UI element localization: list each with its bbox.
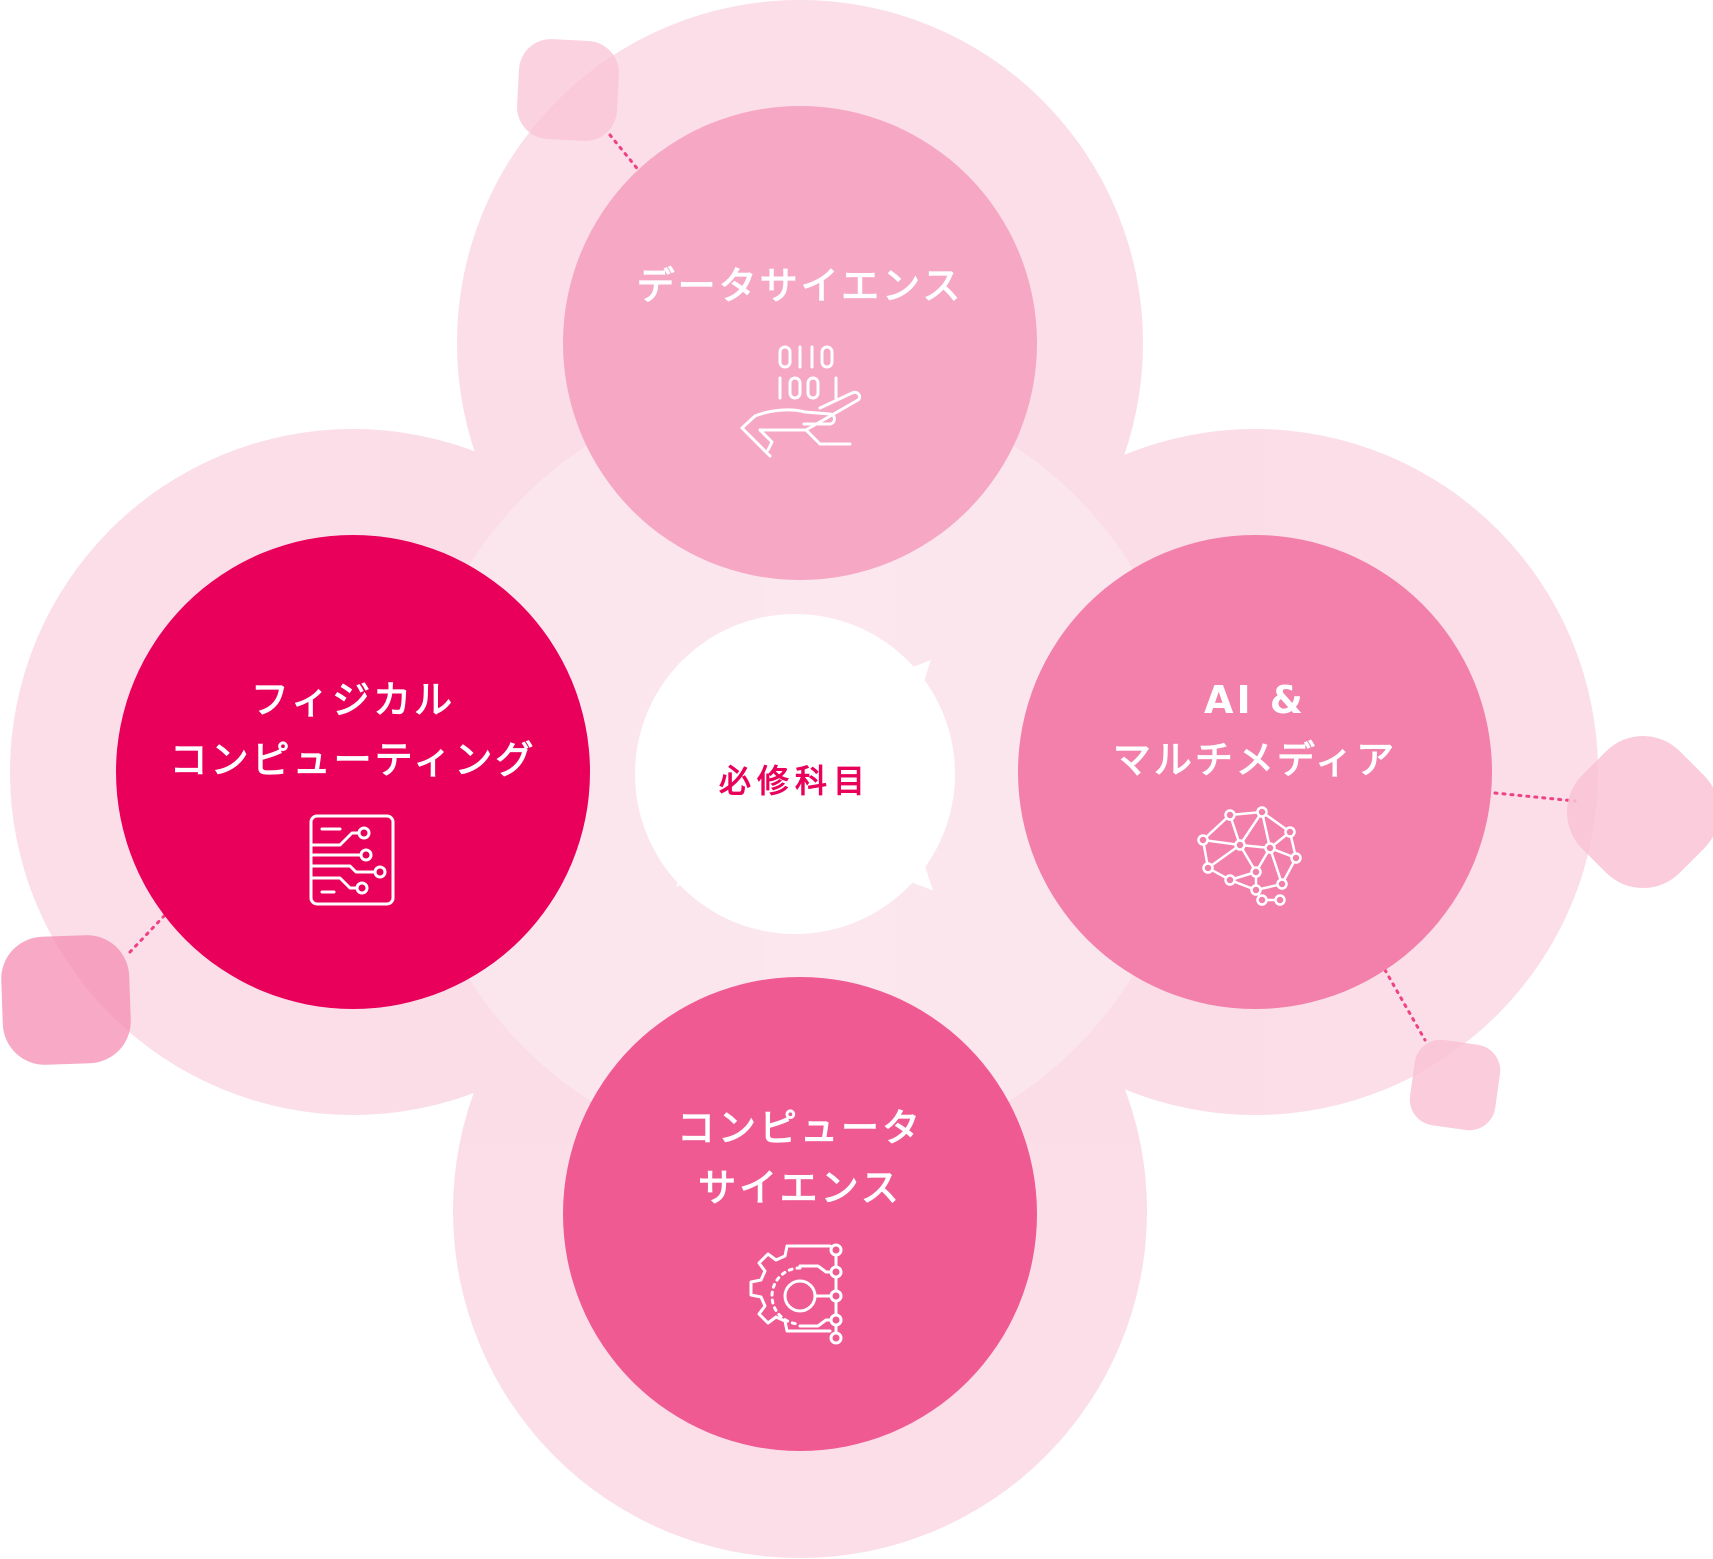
blob-right: [1566, 735, 1713, 889]
circle-computer-science: [563, 977, 1037, 1451]
dotted-connectors: [128, 133, 1577, 1042]
blob-bottom-right: [1409, 1039, 1501, 1131]
blob-top: [517, 39, 619, 141]
blob-left: [1, 935, 131, 1065]
ai-multimedia-title-line1: AI &: [1204, 678, 1306, 722]
data-science-title: データサイエンス: [636, 264, 964, 308]
computer-science-title-line1: コンピュータ: [676, 1106, 923, 1150]
circuit-board-icon: [309, 814, 395, 906]
ai-multimedia-label: AI & マルチメディア: [1035, 670, 1475, 790]
data-science-label: データサイエンス: [600, 256, 1000, 316]
circle-ai-multimedia: [1018, 535, 1492, 1009]
physical-computing-title-line2: コンピューティング: [169, 738, 537, 782]
center-disc: [635, 614, 955, 934]
gear-circuit-icon: [749, 1243, 843, 1345]
binary-hand-icon: [740, 345, 862, 458]
brain-network-icon: [1197, 806, 1302, 906]
circle-physical-computing: [116, 535, 590, 1009]
physical-computing-label: フィジカル コンピューティング: [123, 670, 583, 790]
computer-science-label: コンピュータ サイエンス: [600, 1098, 1000, 1218]
core-subjects-label: 必修科目: [718, 762, 871, 800]
ai-multimedia-title-line2: マルチメディア: [1112, 738, 1398, 782]
computer-science-title-line2: サイエンス: [698, 1166, 902, 1210]
circle-data-science: [563, 106, 1037, 580]
physical-computing-title-line1: フィジカル: [250, 678, 456, 722]
